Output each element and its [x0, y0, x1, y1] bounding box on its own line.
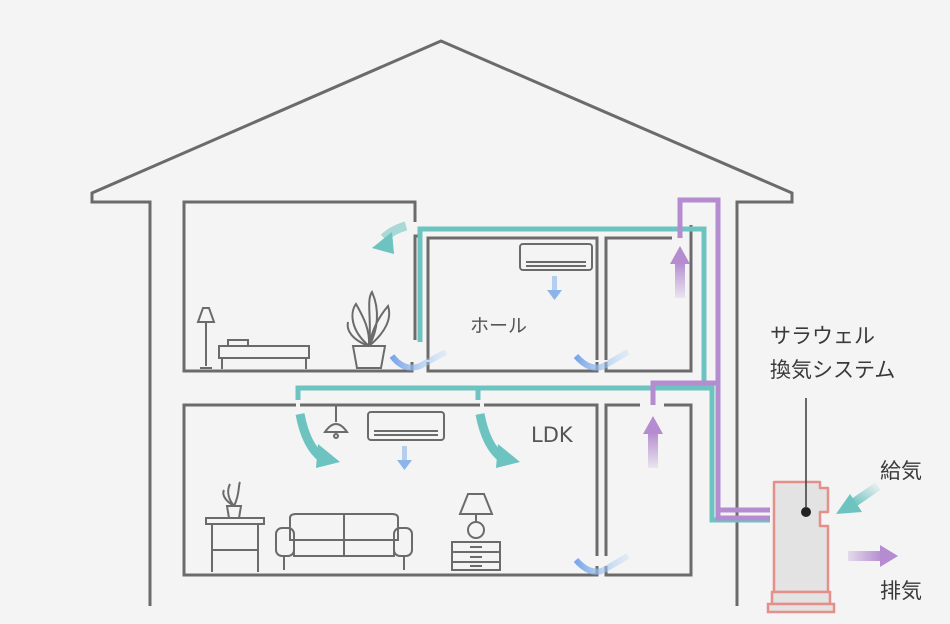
- dresser-icon: [451, 541, 501, 571]
- room-label-ldk: LDK: [531, 423, 573, 447]
- ventilation-unit-icon: [766, 480, 836, 614]
- exhaust-duct: [650, 197, 770, 521]
- supply-duct: [295, 226, 770, 523]
- outdoor-supply-arrow: [836, 482, 881, 514]
- system-name-line2: 換気システム: [770, 358, 896, 382]
- table-lamp-icon: [458, 493, 494, 539]
- ac-blow-arrow: [547, 276, 562, 300]
- exhaust-intake-arrows: [643, 246, 690, 468]
- exhaust-label: 排気: [880, 579, 922, 603]
- supply-arrow-heads: [316, 232, 520, 468]
- floor-lamp-icon: [196, 307, 216, 369]
- potted-plant-icon: [346, 290, 391, 369]
- supply-outlet-arrows: [295, 221, 505, 462]
- air-conditioner-icon: [519, 243, 593, 271]
- outdoor-exhaust-arrow: [848, 545, 898, 567]
- air-conditioner-icon: [367, 411, 445, 441]
- sofa-icon: [275, 513, 413, 570]
- bed-icon: [218, 339, 310, 369]
- side-table-icon: [205, 481, 265, 572]
- ac-blow-arrow: [397, 446, 412, 470]
- system-name-line1: サラウェル: [770, 324, 875, 348]
- house-outline: [90, 39, 794, 606]
- room-label-hall: ホール: [470, 315, 528, 337]
- pendant-lamp-icon: [323, 405, 349, 439]
- return-air-arrows: [389, 349, 630, 575]
- supply-label: 給気: [880, 459, 922, 483]
